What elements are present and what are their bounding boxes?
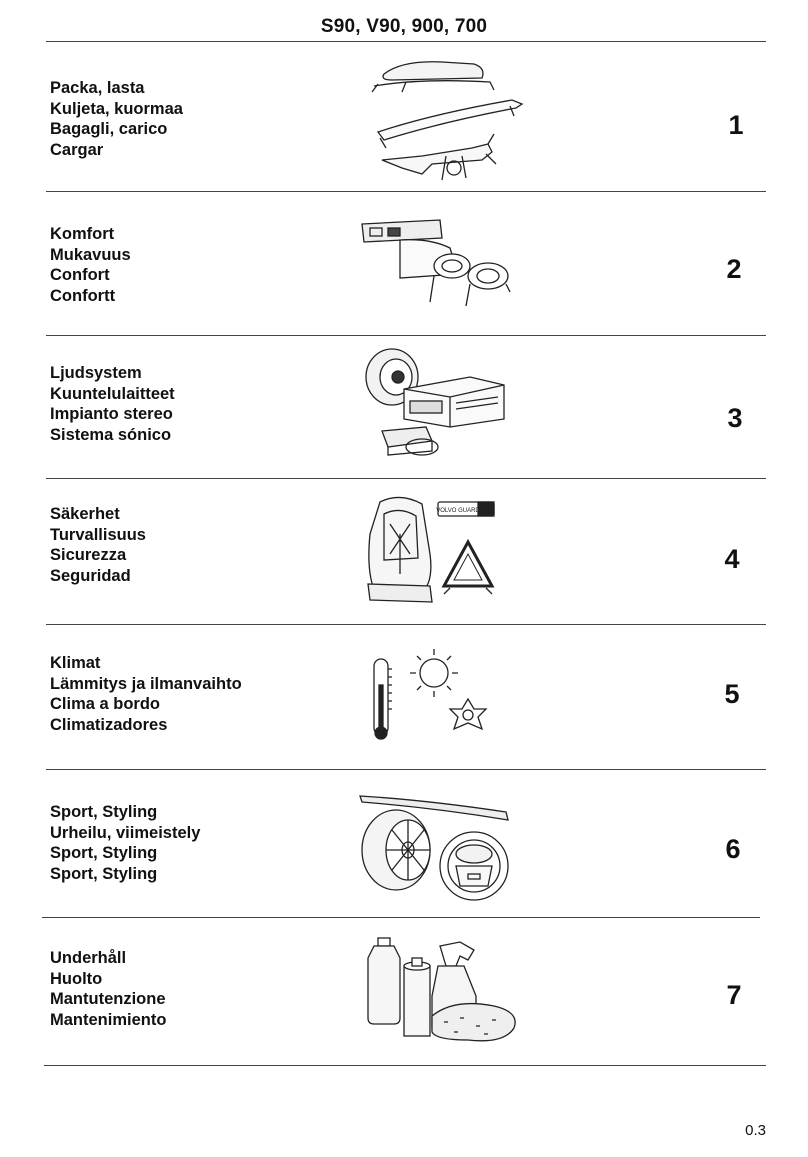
header-divider <box>46 41 766 42</box>
label-finnish: Turvallisuus <box>50 525 146 544</box>
page-number: 0.3 <box>745 1122 766 1139</box>
label-spanish: Confortt <box>50 286 116 305</box>
section-divider <box>46 624 766 625</box>
section-safety: Säkerhet Turvallisuus Sicurezza Segurida… <box>0 496 808 614</box>
section-labels: Komfort Mukavuus Confort Confortt <box>50 224 131 306</box>
label-swedish: Klimat <box>50 654 101 672</box>
section-labels: Säkerhet Turvallisuus Sicurezza Segurida… <box>50 504 146 586</box>
thermometer-sun-snow-icon <box>366 645 506 749</box>
label-italian: Sicurezza <box>50 546 127 564</box>
label-finnish: Urheilu, viimeistely <box>50 823 201 842</box>
label-finnish: Huolto <box>50 969 103 988</box>
label-spanish: Mantenimiento <box>50 1010 167 1029</box>
label-spanish: Seguridad <box>50 566 131 585</box>
volvo-guard-badge: VOLVO GUARD <box>436 508 480 514</box>
label-finnish: Kuuntelulaitteet <box>50 384 175 403</box>
page-title: S90, V90, 900, 700 <box>320 16 488 37</box>
section-audio: Ljudsystem Kuuntelulaitteet Impianto ste… <box>0 348 808 473</box>
roof-box-towbar-icon <box>362 56 532 186</box>
section-labels: Sport, Styling Urheilu, viimeistely Spor… <box>50 802 200 884</box>
section-sport-styling: Sport, Styling Urheilu, viimeistely Spor… <box>0 795 808 912</box>
section-number: 4 <box>724 544 740 574</box>
section-labels: Ljudsystem Kuuntelulaitteet Impianto ste… <box>50 363 175 445</box>
label-swedish: Underhåll <box>50 949 127 967</box>
label-swedish: Ljudsystem <box>50 364 142 382</box>
cleaning-products-icon <box>364 936 524 1048</box>
section-divider <box>46 191 766 192</box>
section-cargo: Packa, lasta Kuljeta, kuormaa Bagagli, c… <box>0 61 808 188</box>
section-divider <box>44 1065 766 1066</box>
cupholder-icon <box>360 218 520 310</box>
section-number: 6 <box>725 834 741 864</box>
section-number: 3 <box>727 403 743 433</box>
section-number: 7 <box>726 980 742 1010</box>
section-labels: Klimat Lämmitys ja ilmanvaihto Clima a b… <box>50 653 242 735</box>
section-labels: Packa, lasta Kuljeta, kuormaa Bagagli, c… <box>50 78 183 160</box>
label-spanish: Sport, Styling <box>50 864 158 883</box>
label-swedish: Sport, Styling <box>50 803 158 821</box>
label-italian: Confort <box>50 266 110 284</box>
label-spanish: Climatizadores <box>50 715 168 734</box>
label-spanish: Sistema sónico <box>50 425 172 444</box>
label-italian: Bagagli, carico <box>50 120 168 138</box>
spoiler-wheel-steering-icon <box>356 790 516 906</box>
label-italian: Impianto stereo <box>50 405 173 423</box>
section-number: 2 <box>726 254 742 284</box>
section-divider <box>46 335 766 336</box>
label-finnish: Mukavuus <box>50 245 131 264</box>
label-swedish: Packa, lasta <box>50 79 145 97</box>
section-divider <box>46 769 766 770</box>
label-swedish: Säkerhet <box>50 505 120 523</box>
section-number: 1 <box>728 110 744 140</box>
label-swedish: Komfort <box>50 225 115 243</box>
section-divider <box>46 478 766 479</box>
label-italian: Mantutenzione <box>50 990 166 1008</box>
speaker-radio-icon <box>352 347 522 465</box>
label-finnish: Kuljeta, kuormaa <box>50 99 183 118</box>
section-divider <box>42 917 760 918</box>
label-finnish: Lämmitys ja ilmanvaihto <box>50 674 242 693</box>
section-climate: Klimat Lämmitys ja ilmanvaihto Clima a b… <box>0 649 808 763</box>
label-spanish: Cargar <box>50 140 104 159</box>
section-maintenance: Underhåll Huolto Mantutenzione Mantenimi… <box>0 937 808 1058</box>
child-seat-triangle-icon: VOLVO GUARD <box>360 494 510 606</box>
section-number: 5 <box>724 679 740 709</box>
label-italian: Sport, Styling <box>50 844 158 862</box>
section-comfort: Komfort Mukavuus Confort Confortt 2 <box>0 219 808 334</box>
label-italian: Clima a bordo <box>50 695 161 713</box>
section-labels: Underhåll Huolto Mantutenzione Mantenimi… <box>50 948 166 1030</box>
